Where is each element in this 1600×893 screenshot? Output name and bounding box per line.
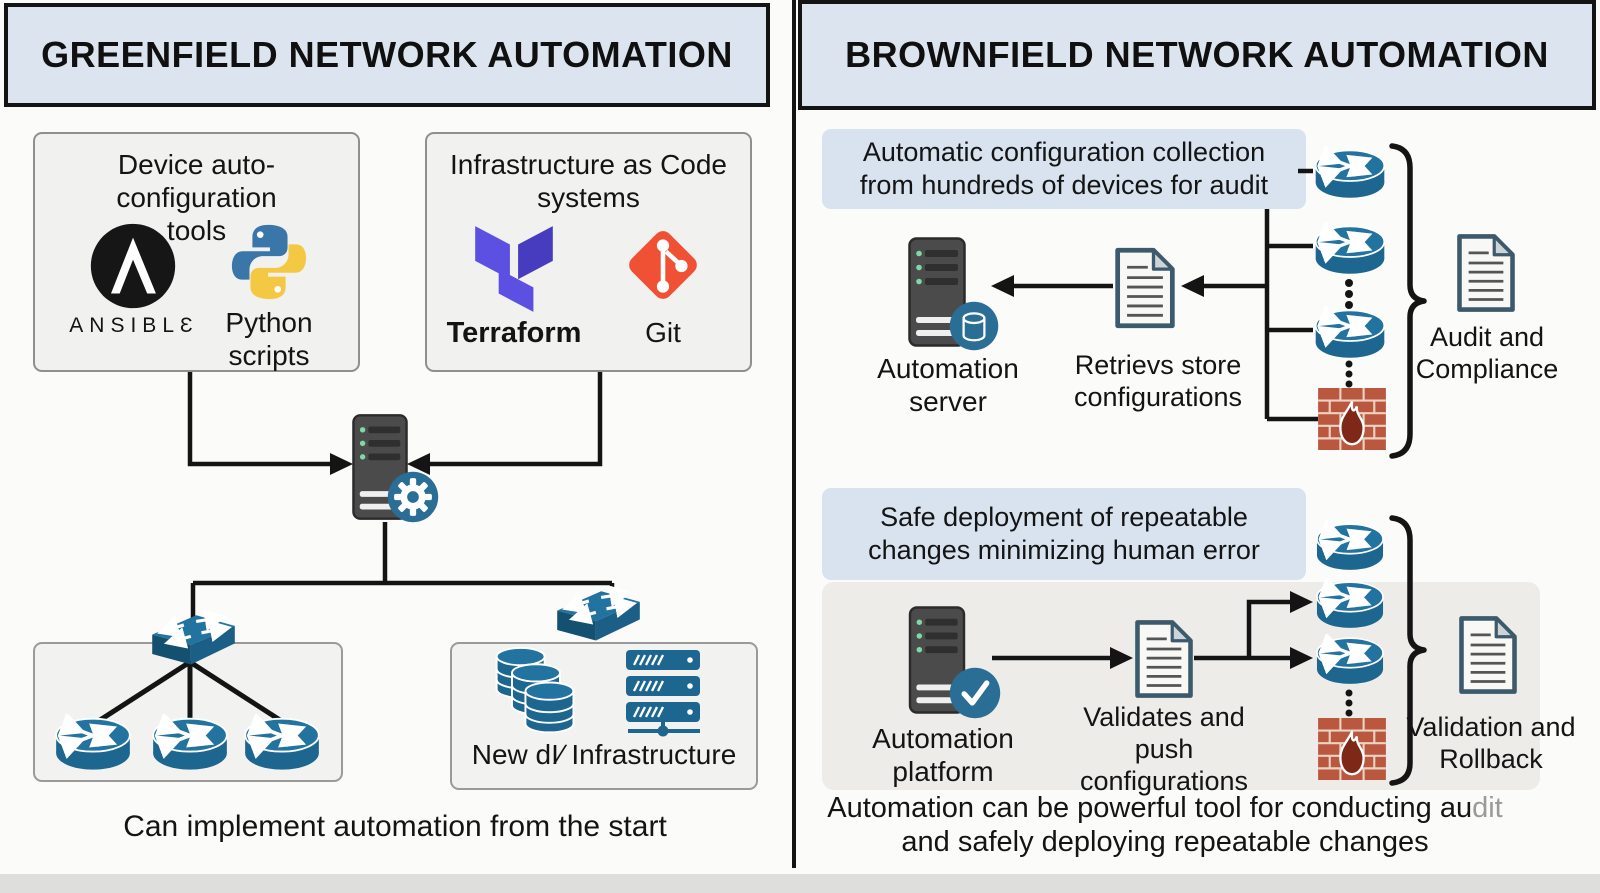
automation-platform-icon [908,606,966,714]
switch-icon [545,586,645,644]
server-rack-icon [620,648,712,740]
router-icon [50,714,136,772]
deploy-flow-label-box: Safe deployment of repeatable changes mi… [822,488,1306,580]
router-icon [1312,146,1388,200]
validation-rollback-label: Validation and Rollback [1406,712,1576,774]
router-icon [147,714,233,772]
new-infrastructure-label: New dI∕ Infrastructure [471,739,737,770]
bottom-strip [0,874,1600,893]
automation-platform-label: Automation platform [872,723,1014,788]
python-logo-icon [228,220,310,304]
firewall-icon [1317,388,1387,450]
device-tools-title: Device auto-configuration tools [116,149,277,247]
audit-flow-label: Automatic configuration collection from … [859,137,1269,200]
router-icon [1312,222,1388,276]
validation-document-icon [1456,614,1520,696]
brownfield-title: BROWNFIELD NETWORK AUTOMATION [845,34,1549,75]
panel-divider [792,0,796,868]
brownfield-caption: Automation can be powerful tool for cond… [812,792,1518,859]
audit-compliance-label: Audit and Compliance [1415,322,1559,384]
ansible-logo-icon [89,222,177,310]
git-logo-icon [620,222,706,308]
terraform-logo-icon [462,220,566,316]
checkmark-badge-icon [948,666,1002,720]
router-icon [1312,634,1388,686]
greenfield-header: GREENFIELD NETWORK AUTOMATION [4,3,770,107]
push-document-icon [1132,618,1196,700]
ansible-label: ANSIBLƐ [69,314,199,337]
firewall-icon [1317,718,1387,780]
router-icon [1312,520,1388,572]
iac-systems-title: Infrastructure as Code systems [449,149,728,214]
audit-document-icon [1454,232,1518,314]
switch-icon [140,610,240,668]
brownfield-header: BROWNFIELD NETWORK AUTOMATION [798,0,1596,110]
router-icon [1312,306,1388,360]
audit-flow-label-box: Automatic configuration collection from … [822,129,1306,209]
automation-server-icon [908,236,966,348]
database-badge-icon [948,300,1000,352]
greenfield-title: GREENFIELD NETWORK AUTOMATION [41,34,733,75]
router-icon [239,714,325,772]
caption-line1: Automation can be powerful tool for cond… [827,792,1473,824]
validate-push-label: Validates and push configurations [1079,702,1249,796]
database-stack-icon [492,646,580,742]
device-tools-box [33,132,360,372]
gear-icon [386,470,440,524]
router-icon [1312,578,1388,630]
python-label: Python scripts [225,307,313,372]
terraform-label: Terraform [446,317,582,349]
greenfield-caption: Can implement automation from the start [123,810,667,843]
deploy-flow-label: Safe deployment of repeatable changes mi… [868,502,1260,565]
config-document-icon [1112,246,1178,330]
caption-line1-muted: dit [1472,792,1503,824]
retrieve-config-label: Retrievs store configurations [1073,350,1243,412]
caption-line2: and safely deploying repeatable changes [901,825,1429,858]
git-label: Git [645,317,681,348]
automation-server-label: Automation server [877,353,1019,418]
